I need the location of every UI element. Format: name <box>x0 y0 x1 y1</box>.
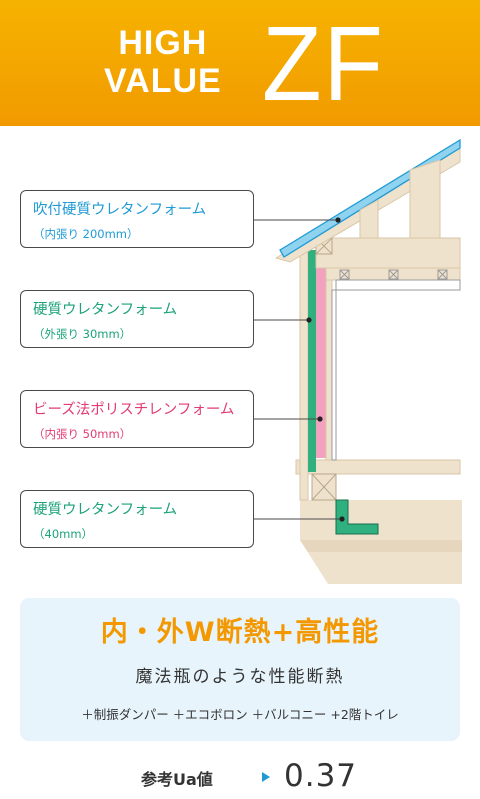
header-banner: HIGH VALUE ZF <box>0 0 480 126</box>
panel-subtitle: 魔法瓶のような性能断熱 <box>135 667 345 687</box>
roof-truss <box>409 159 441 239</box>
ua-label: 参考Ua値 <box>141 770 213 789</box>
label-bead-polystyrene: ビーズ法ポリスチレンフォーム （内張り 50mm） <box>20 390 254 448</box>
ceiling-board <box>335 279 461 291</box>
label-title: 硬質ウレタンフォーム <box>33 502 178 518</box>
leader-dot-3 <box>317 416 323 422</box>
joist-blocks <box>339 269 448 280</box>
leader-dots <box>306 217 345 522</box>
label-rigid-urethane-foundation: 硬質ウレタンフォーム （40mm） <box>20 490 254 548</box>
panel-features: ＋制振ダンパー ＋エコボロン ＋バルコニー +2階トイレ <box>81 707 399 722</box>
feature-panel: 内・外W断熱+高性能 魔法瓶のような性能断熱 ＋制振ダンパー ＋エコボロン ＋バ… <box>20 598 460 741</box>
high-text: HIGH <box>118 24 208 62</box>
leader-dot-4 <box>339 516 345 522</box>
foundation-step <box>300 540 462 552</box>
exterior-insulation <box>308 250 316 472</box>
value-text: VALUE <box>104 62 222 100</box>
sill-cross-b <box>311 473 337 501</box>
label-spray-urethane: 吹付硬質ウレタンフォーム （内張り 200mm） <box>20 190 254 248</box>
triangle-arrow-icon <box>262 772 270 782</box>
label-sub: （内張り 50mm） <box>33 427 132 441</box>
foundation-insulation <box>335 499 379 535</box>
floor-beam <box>295 459 461 475</box>
label-sub: （40mm） <box>33 527 94 541</box>
label-sub: （外張り 30mm） <box>33 327 132 341</box>
ua-value-row: 参考Ua値 0.37 <box>0 758 480 794</box>
inner-stud <box>325 267 333 461</box>
label-title: ビーズ法ポリスチレンフォーム <box>33 402 235 418</box>
label-title: 吹付硬質ウレタンフォーム <box>33 202 207 218</box>
label-rigid-urethane-outer: 硬質ウレタンフォーム （外張り 30mm） <box>20 290 254 348</box>
model-name: ZF <box>262 5 385 123</box>
top-block-cross-b <box>315 237 333 255</box>
panel-title: 内・外W断熱+高性能 <box>100 617 380 648</box>
interior-insulation <box>316 268 326 458</box>
wall-section-diagram <box>220 138 462 584</box>
interior-board <box>331 289 337 461</box>
ua-value: 0.37 <box>284 758 358 794</box>
high-value-text: HIGH VALUE <box>104 24 222 100</box>
upper-beam <box>315 237 461 269</box>
label-sub: （内張り 200mm） <box>33 227 139 241</box>
outer-column <box>299 237 309 501</box>
label-title: 硬質ウレタンフォーム <box>33 302 178 318</box>
leader-dot-1 <box>335 217 341 223</box>
roof-strut <box>359 199 379 239</box>
leader-dot-2 <box>306 317 312 323</box>
